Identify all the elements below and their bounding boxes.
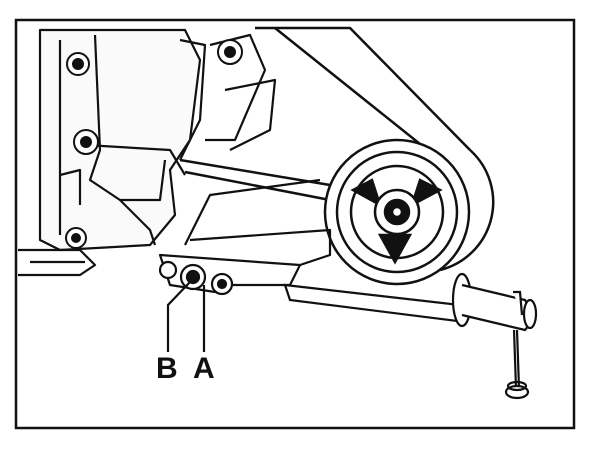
drive-belt <box>179 26 495 272</box>
engine-block <box>18 28 277 277</box>
bolt-a-b-group <box>158 260 234 296</box>
callout-label-a: A <box>193 352 215 385</box>
adjusting-rod <box>283 272 538 332</box>
tensioner-pulley <box>323 138 471 286</box>
callout-leaders <box>166 281 206 352</box>
callout-label-b: B <box>156 352 178 385</box>
frame-border <box>14 18 576 430</box>
block-bolts <box>65 39 243 249</box>
t-handle-tool <box>504 290 530 400</box>
